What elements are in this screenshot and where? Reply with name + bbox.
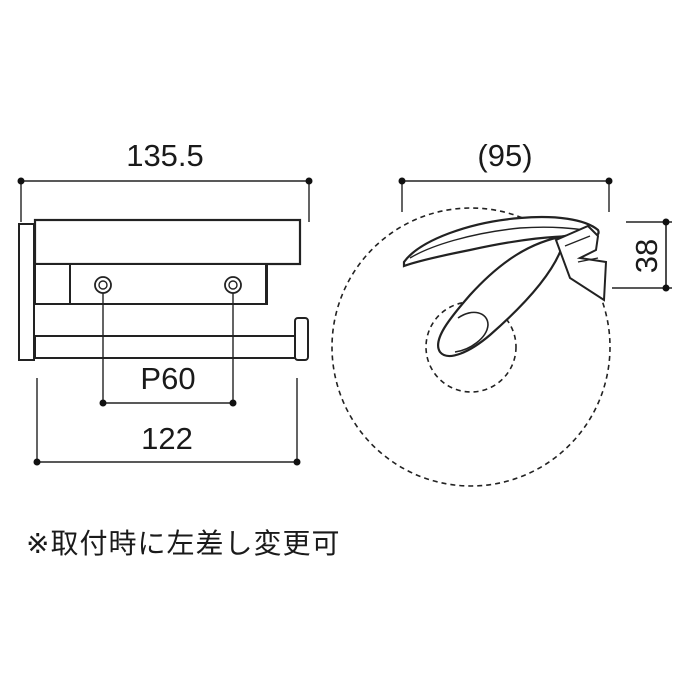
pitch-dimension: P60: [99, 293, 237, 407]
depth-dimension: 122: [33, 378, 301, 466]
paper-arm: [437, 234, 567, 358]
mount-bracket: [554, 224, 608, 302]
depth-dimension-label: 122: [141, 421, 193, 456]
side-view: (95) 38: [331, 138, 672, 487]
pitch-dimension-label: P60: [140, 361, 195, 396]
width-dimension-label: 135.5: [126, 138, 204, 173]
rod-end-cap: [294, 317, 309, 361]
front-view: 135.5 P60: [17, 138, 313, 466]
height-dimension-label: 38: [629, 239, 664, 273]
mounting-note: ※取付時に左差し変更可: [26, 527, 341, 560]
screw-right: [224, 276, 242, 294]
back-plate: [18, 223, 35, 361]
side-depth-dimension: (95): [398, 138, 613, 212]
height-dimension: 38: [612, 218, 672, 292]
width-dimension: 135.5: [17, 138, 313, 222]
paper-roll-outline: [331, 207, 611, 487]
side-depth-dimension-label: (95): [477, 138, 532, 173]
paper-rod: [34, 335, 298, 359]
shelf-top: [33, 218, 302, 266]
screw-left: [94, 276, 112, 294]
